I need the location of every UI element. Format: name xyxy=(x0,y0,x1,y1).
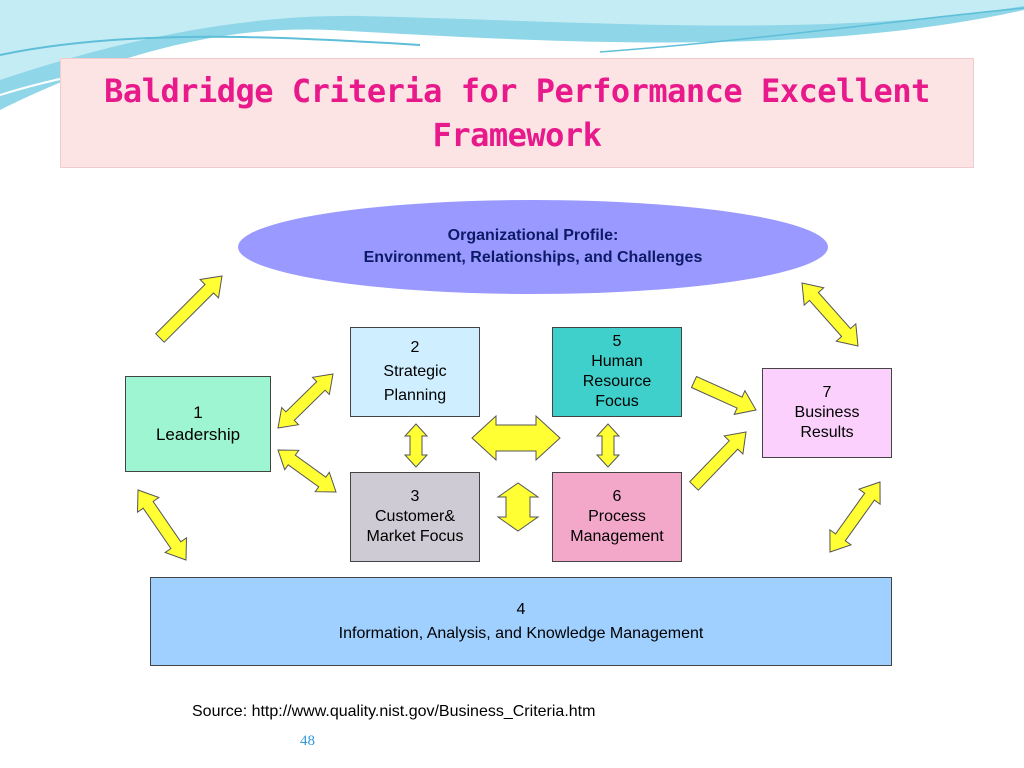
arrow-strategic-hr xyxy=(471,414,561,462)
business-results-box: 7 Business Results xyxy=(762,368,892,458)
information-analysis-box: 4 Information, Analysis, and Knowledge M… xyxy=(150,577,892,666)
arrow-hr-to-results xyxy=(690,375,757,416)
arrow-leadership-information xyxy=(136,489,188,561)
arrow-strategic-customer xyxy=(403,423,429,468)
leadership-box: 1 Leadership xyxy=(125,376,271,472)
arrow-process-to-results xyxy=(688,431,747,491)
customer-market-label-2: Market Focus xyxy=(366,528,464,545)
slide-title-line-1: Baldridge Criteria for Performance Excel… xyxy=(104,72,930,110)
human-resource-label-3: Focus xyxy=(595,393,639,410)
human-resource-label-2: Resource xyxy=(582,373,652,390)
process-management-label-2: Management xyxy=(570,528,664,545)
arrow-information-results xyxy=(829,481,881,553)
business-results-label-1: Business xyxy=(794,404,860,421)
arrow-hr-process xyxy=(595,423,621,468)
profile-line-2: Environment, Relationships, and Challeng… xyxy=(363,249,703,266)
strategic-planning-number: 2 xyxy=(410,339,420,356)
arrow-customer-process xyxy=(496,482,540,532)
customer-market-number: 3 xyxy=(410,488,420,505)
customer-market-label-1: Customer& xyxy=(374,508,456,525)
process-management-number: 6 xyxy=(612,488,622,505)
arrow-leadership-customer xyxy=(277,449,337,493)
slide-title-line-2: Framework xyxy=(432,116,602,154)
profile-line-1: Organizational Profile: xyxy=(447,227,619,244)
leadership-number: 1 xyxy=(193,403,203,422)
process-management-box: 6 Process Management xyxy=(552,472,682,562)
customer-market-focus-box: 3 Customer& Market Focus xyxy=(350,472,480,562)
information-number: 4 xyxy=(516,600,526,618)
business-results-number: 7 xyxy=(822,384,832,401)
strategic-planning-label-2: Planning xyxy=(383,387,447,404)
process-management-label-1: Process xyxy=(588,508,646,525)
leadership-label: Leadership xyxy=(155,425,241,444)
arrow-leadership-strategic xyxy=(277,373,334,429)
arrow-results-profile xyxy=(801,282,859,347)
strategic-planning-box: 2 Strategic Planning xyxy=(350,327,480,417)
title-banner: Baldridge Criteria for Performance Excel… xyxy=(60,58,974,168)
page-number: 48 xyxy=(300,733,315,749)
strategic-planning-label-1: Strategic xyxy=(383,363,447,380)
human-resource-label-1: Human xyxy=(591,353,643,370)
business-results-label-2: Results xyxy=(800,424,854,441)
source-citation: Source: http://www.quality.nist.gov/Busi… xyxy=(192,703,596,720)
arrow-leadership-to-profile xyxy=(155,275,223,343)
organizational-profile-oval: Organizational Profile: Environment, Rel… xyxy=(238,200,828,294)
human-resource-number: 5 xyxy=(612,333,622,350)
human-resource-focus-box: 5 Human Resource Focus xyxy=(552,327,682,417)
information-label: Information, Analysis, and Knowledge Man… xyxy=(338,624,704,642)
background-waves xyxy=(0,0,1024,110)
